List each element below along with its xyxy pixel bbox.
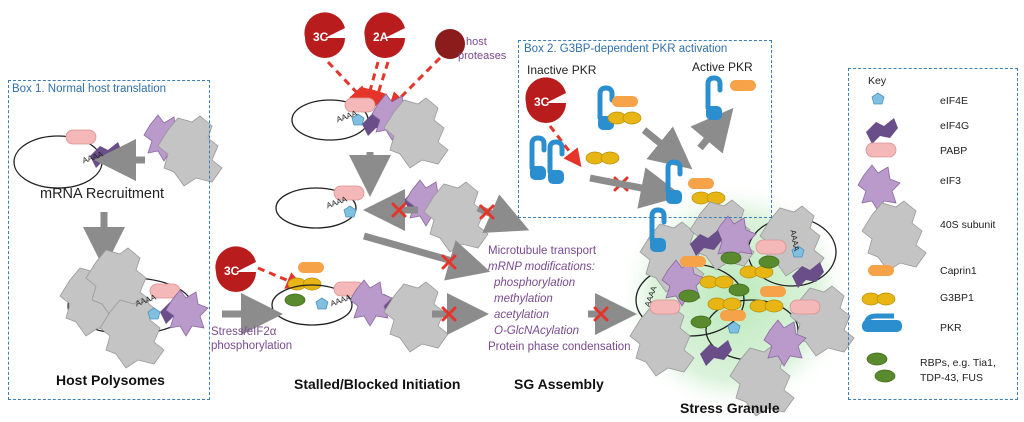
box1-polysome-group: [59, 247, 209, 369]
mechanism-0: Microtubule transport: [488, 245, 597, 257]
host-proteases-label-2: proteases: [458, 50, 507, 62]
stalled-complex-middle: [275, 179, 489, 253]
stress-eif2a-label-1: Stress/eIF2α: [211, 326, 277, 338]
mechanism-5: O-GlcNAcylation: [494, 325, 579, 337]
protease-3c-top-label: 3C: [313, 30, 329, 44]
key-g3bp1: G3BP1: [940, 292, 974, 304]
key-pkr: PKR: [940, 322, 962, 334]
stress-granule-label: Stress Granule: [680, 400, 780, 416]
inactive-pkr-label: Inactive PKR: [527, 63, 597, 77]
protease-2a-label: 2A: [373, 30, 389, 44]
mechanism-2: phosphorylation: [494, 277, 576, 289]
stress-granule-cluster: [629, 199, 855, 417]
key-frame: [848, 68, 1018, 400]
mrna-recruitment-label: mRNA Recruitment: [40, 186, 165, 202]
stress-eif2a-label-2: phosphorylation: [211, 340, 293, 352]
cleaved-complex-top: [291, 93, 449, 169]
box2-title: Box 2. G3BP-dependent PKR activation: [524, 43, 728, 55]
host-polysomes-label: Host Polysomes: [56, 372, 165, 388]
key-caprin1: Caprin1: [940, 265, 977, 277]
host-protease-shape: [435, 29, 465, 59]
key-eif3: eIF3: [940, 175, 962, 187]
active-pkr-label: Active PKR: [692, 60, 753, 74]
key-rbps-1: RBPs, e.g. Tia1,: [920, 357, 996, 369]
mechanism-1: mRNP modifications:: [488, 261, 595, 273]
protease-3c-bottom-label: 3C: [224, 264, 240, 278]
protease-3c-bottom: [215, 246, 256, 292]
key-eif4g: eIF4G: [940, 120, 970, 132]
box2-frame: [518, 40, 772, 218]
mechanism-3: methylation: [494, 293, 553, 305]
key-rbps-2: TDP-43, FUS: [920, 372, 984, 384]
stalled-initiation-label: Stalled/Blocked Initiation: [294, 376, 461, 392]
sg-assembly-label: SG Assembly: [514, 376, 604, 392]
mechanism-4: acetylation: [494, 309, 549, 321]
protease-3c-box2: [525, 77, 566, 123]
key-eif4e: eIF4E: [940, 95, 969, 107]
protease-3c-top: [304, 12, 345, 58]
box1-frame: [8, 80, 210, 400]
key-icons: [857, 92, 927, 383]
box1-mrna-recruitment-group: [13, 114, 223, 189]
protease-3c-box2-label: 3C: [534, 95, 550, 109]
host-proteases-label-1: host: [466, 36, 487, 48]
mechanism-6: Protein phase condensation: [488, 341, 631, 353]
key-pabp: PABP: [940, 145, 968, 157]
key-title: Key: [868, 75, 887, 87]
box1-title: Box 1. Normal host translation: [12, 83, 167, 95]
protease-2a-top: [364, 12, 405, 58]
stalled-complex-bottom: [271, 262, 449, 353]
key-40s: 40S subunit: [940, 219, 996, 231]
